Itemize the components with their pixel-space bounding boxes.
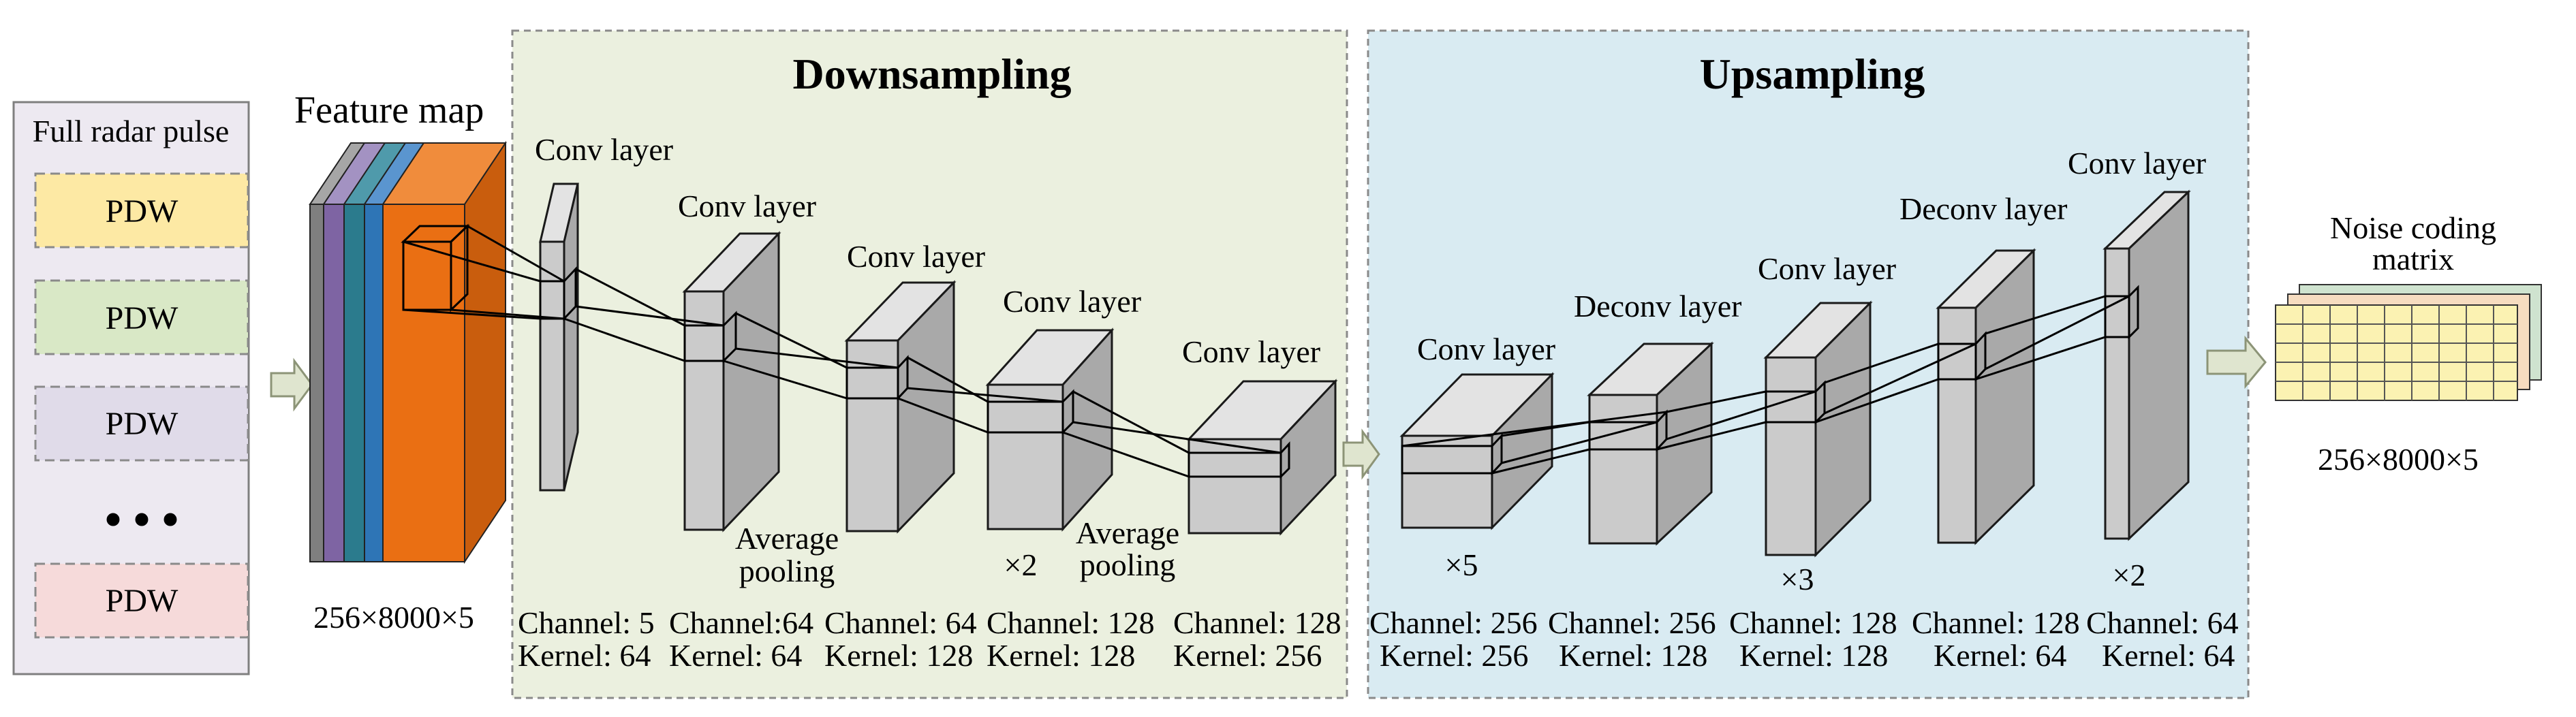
- up-layer-5-label: Conv layer: [2068, 146, 2206, 180]
- down-layer-4-kernel: Kernel: 128: [987, 638, 1135, 673]
- up-layer-5-kernel: Kernel: 64: [2102, 638, 2235, 673]
- up-repeat-x5: ×5: [1445, 547, 1478, 582]
- down-repeat-x2: ×2: [1004, 547, 1038, 582]
- up-layer-4-channel: Channel: 128: [1912, 605, 2080, 640]
- up-layer-4: Deconv layer Channel: 128 Kernel: 64: [1899, 191, 2080, 673]
- flow-arrow-1: [270, 357, 313, 412]
- up-layer-3-label: Conv layer: [1758, 251, 1896, 286]
- down-layer-3-kernel: Kernel: 128: [824, 638, 973, 673]
- down-layer-5-channel: Channel: 128: [1173, 605, 1341, 640]
- down-layer-4-label: Conv layer: [1003, 284, 1141, 319]
- up-layer-2-kernel: Kernel: 128: [1559, 638, 1707, 673]
- down-layer-2-kernel: Kernel: 64: [669, 638, 802, 673]
- up-layer-4-label: Deconv layer: [1899, 191, 2068, 226]
- feature-map-layer-4: [363, 142, 425, 562]
- pdw-box-1: [34, 172, 249, 249]
- pdw-label-1: PDW: [106, 193, 179, 229]
- up-repeat-x2: ×2: [2113, 558, 2146, 592]
- downsampling-title: Downsampling: [793, 50, 1072, 98]
- down-layer-1-kernel: Kernel: 64: [518, 638, 651, 673]
- down-layer-1-channel: Channel: 5: [518, 605, 655, 640]
- up-layer-1-label: Conv layer: [1417, 332, 1555, 366]
- down-layer-2-label: Conv layer: [678, 189, 816, 223]
- feature-map-title: Feature map: [294, 89, 484, 131]
- down-layer-1: Conv layer Channel: 5 Kernel: 64: [518, 132, 673, 673]
- down-layer-5-kernel: Kernel: 256: [1173, 638, 1322, 673]
- down-layer-5: Conv layer Channel: 128 Kernel: 256: [1173, 334, 1341, 673]
- up-layer-2-channel: Channel: 256: [1548, 605, 1716, 640]
- pdw-box-2: [34, 279, 249, 355]
- pdw-label-3: PDW: [106, 406, 179, 442]
- down-layer-4-channel: Channel: 128: [987, 605, 1155, 640]
- down-layer-4: Conv layer Channel: 128 Kernel: 128 ×2 A…: [985, 284, 1179, 673]
- down-layer-3-channel: Channel: 64: [824, 605, 977, 640]
- pdw-box-3: [34, 385, 249, 462]
- pdw-box-4: [34, 562, 249, 639]
- ellipsis-dots: • • •: [105, 494, 179, 546]
- upsampling-title: Upsampling: [1700, 50, 1925, 98]
- down-layer-3-label: Conv layer: [847, 239, 985, 274]
- output-title-line-1: Noise coding: [2330, 210, 2496, 245]
- input-panel: Full radar pulse PDW PDW PDW • • • PDW: [12, 101, 250, 675]
- down-layer-1-label: Conv layer: [535, 132, 673, 167]
- average-pooling-label-1b: pooling: [739, 554, 835, 588]
- pdw-label-2: PDW: [106, 300, 179, 336]
- matrix-layer-front: [2275, 304, 2518, 401]
- average-pooling-label-2b: pooling: [1080, 547, 1176, 582]
- up-layer-3-kernel: Kernel: 128: [1739, 638, 1888, 673]
- flow-arrow-3: [2206, 335, 2267, 389]
- feature-map-layer-2: [322, 142, 386, 562]
- up-layer-1: Conv layer ×5 Channel: 256 Kernel: 256: [1369, 332, 1555, 673]
- down-layer-2: Conv layer Channel:64 Kernel: 64 Average…: [669, 189, 839, 673]
- up-layer-1-kernel: Kernel: 256: [1380, 638, 1528, 673]
- up-layer-3: Conv layer ×3 Channel: 128 Kernel: 128: [1729, 251, 1897, 673]
- down-layer-5-label: Conv layer: [1182, 334, 1320, 369]
- feature-map: Feature map 256×8000×5: [294, 89, 507, 635]
- down-projection-lines: [403, 225, 1290, 479]
- down-layer-3: Conv layer Channel: 64 Kernel: 128: [824, 239, 985, 673]
- feature-map-size: 256×8000×5: [313, 600, 474, 635]
- pdw-label-4: PDW: [106, 583, 179, 619]
- up-layer-3-channel: Channel: 128: [1729, 605, 1897, 640]
- up-repeat-x3: ×3: [1781, 562, 1814, 596]
- up-layer-1-channel: Channel: 256: [1369, 605, 1538, 640]
- flow-arrow-2: [1342, 428, 1380, 480]
- up-layer-5-channel: Channel: 64: [2086, 605, 2239, 640]
- output-size: 256×8000×5: [2318, 442, 2479, 477]
- up-layer-2-label: Deconv layer: [1574, 289, 1742, 323]
- feature-map-layer-3: [343, 142, 407, 562]
- average-pooling-label-2a: Average: [1076, 515, 1179, 550]
- down-layer-2-channel: Channel:64: [669, 605, 813, 640]
- up-projection-lines: [1401, 285, 2139, 476]
- average-pooling-label-1a: Average: [735, 521, 839, 556]
- feature-map-layer-5: [382, 140, 507, 564]
- noise-coding-matrix: Noise coding matrix: [2275, 210, 2542, 477]
- up-layer-5: Conv layer ×2 Channel: 64 Kernel: 64: [2068, 146, 2239, 673]
- input-panel-title: Full radar pulse: [33, 114, 230, 148]
- up-layer-4-kernel: Kernel: 64: [1934, 638, 2066, 673]
- output-title-line-2: matrix: [2372, 242, 2454, 276]
